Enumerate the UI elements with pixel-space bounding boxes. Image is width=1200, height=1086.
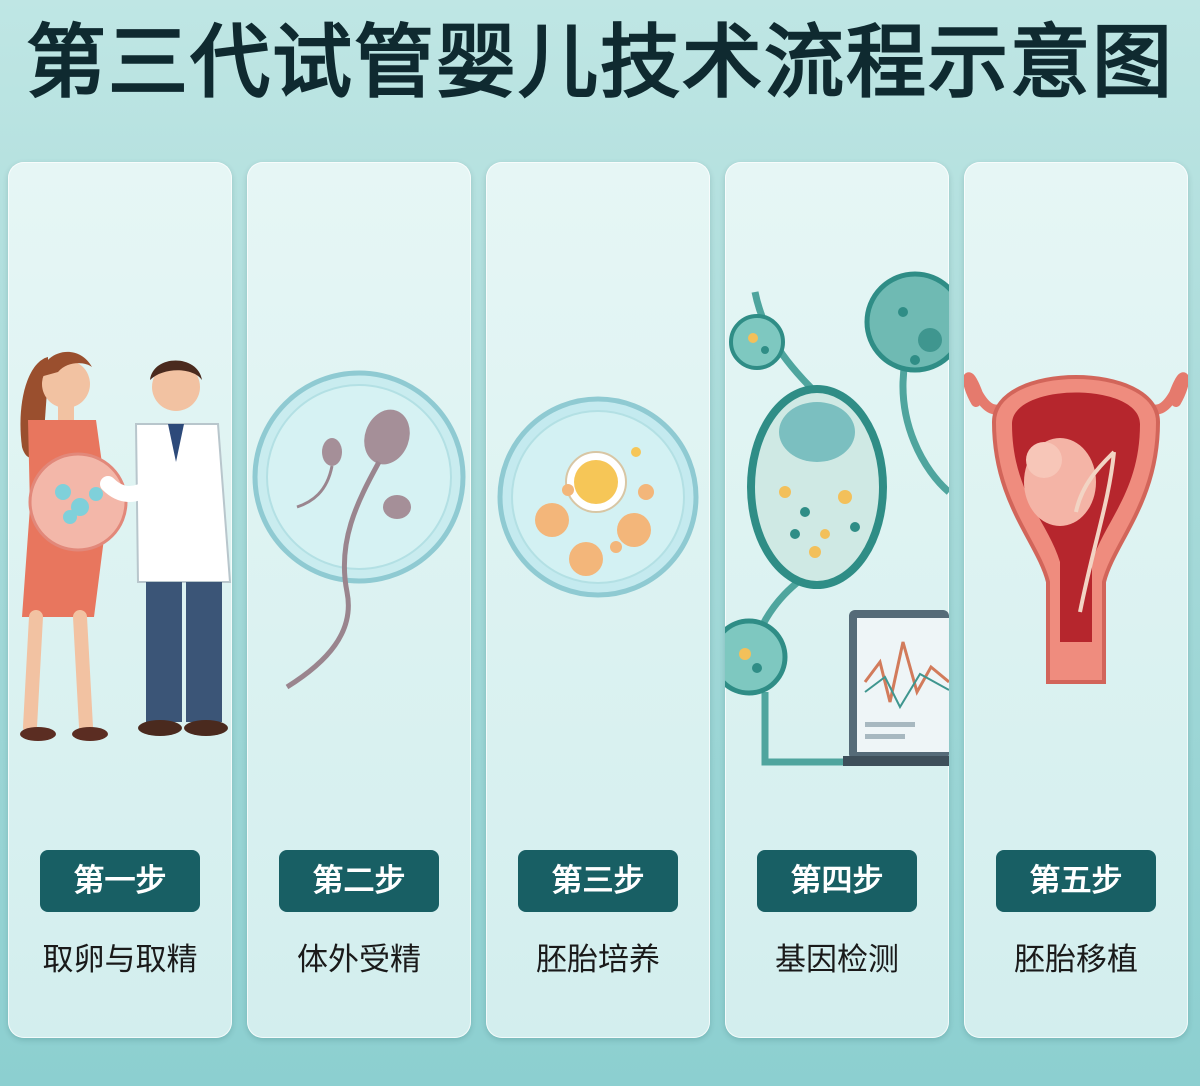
step-panel-3: 第三步 胚胎培养 <box>486 162 710 1038</box>
step-caption: 取卵与取精 <box>42 942 198 978</box>
step-badge: 第四步 <box>757 850 917 912</box>
genetic-testing-icon <box>725 271 949 766</box>
step-badge: 第一步 <box>40 850 200 912</box>
in-vitro-fertilization-icon <box>252 370 466 690</box>
step-caption: 体外受精 <box>297 942 421 978</box>
embryo-transfer-icon <box>964 372 1188 684</box>
step-caption: 胚胎移植 <box>1014 942 1138 978</box>
step-panel-1: 第一步 取卵与取精 <box>8 162 232 1038</box>
egg-and-sperm-retrieval-icon <box>20 351 232 741</box>
step-caption: 基因检测 <box>775 942 899 978</box>
step-badge: 第二步 <box>279 850 439 912</box>
step-badge: 第三步 <box>518 850 678 912</box>
page-title: 第三代试管婴儿技术流程示意图 <box>26 16 1174 109</box>
step-caption: 胚胎培养 <box>536 942 660 978</box>
embryo-culture-icon <box>497 396 699 598</box>
step-badge: 第五步 <box>996 850 1156 912</box>
step-panel-2: 第二步 体外受精 <box>247 162 471 1038</box>
step-panel-4: 第四步 基因检测 <box>725 162 949 1038</box>
step-panel-5: 第五步 胚胎移植 <box>964 162 1188 1038</box>
